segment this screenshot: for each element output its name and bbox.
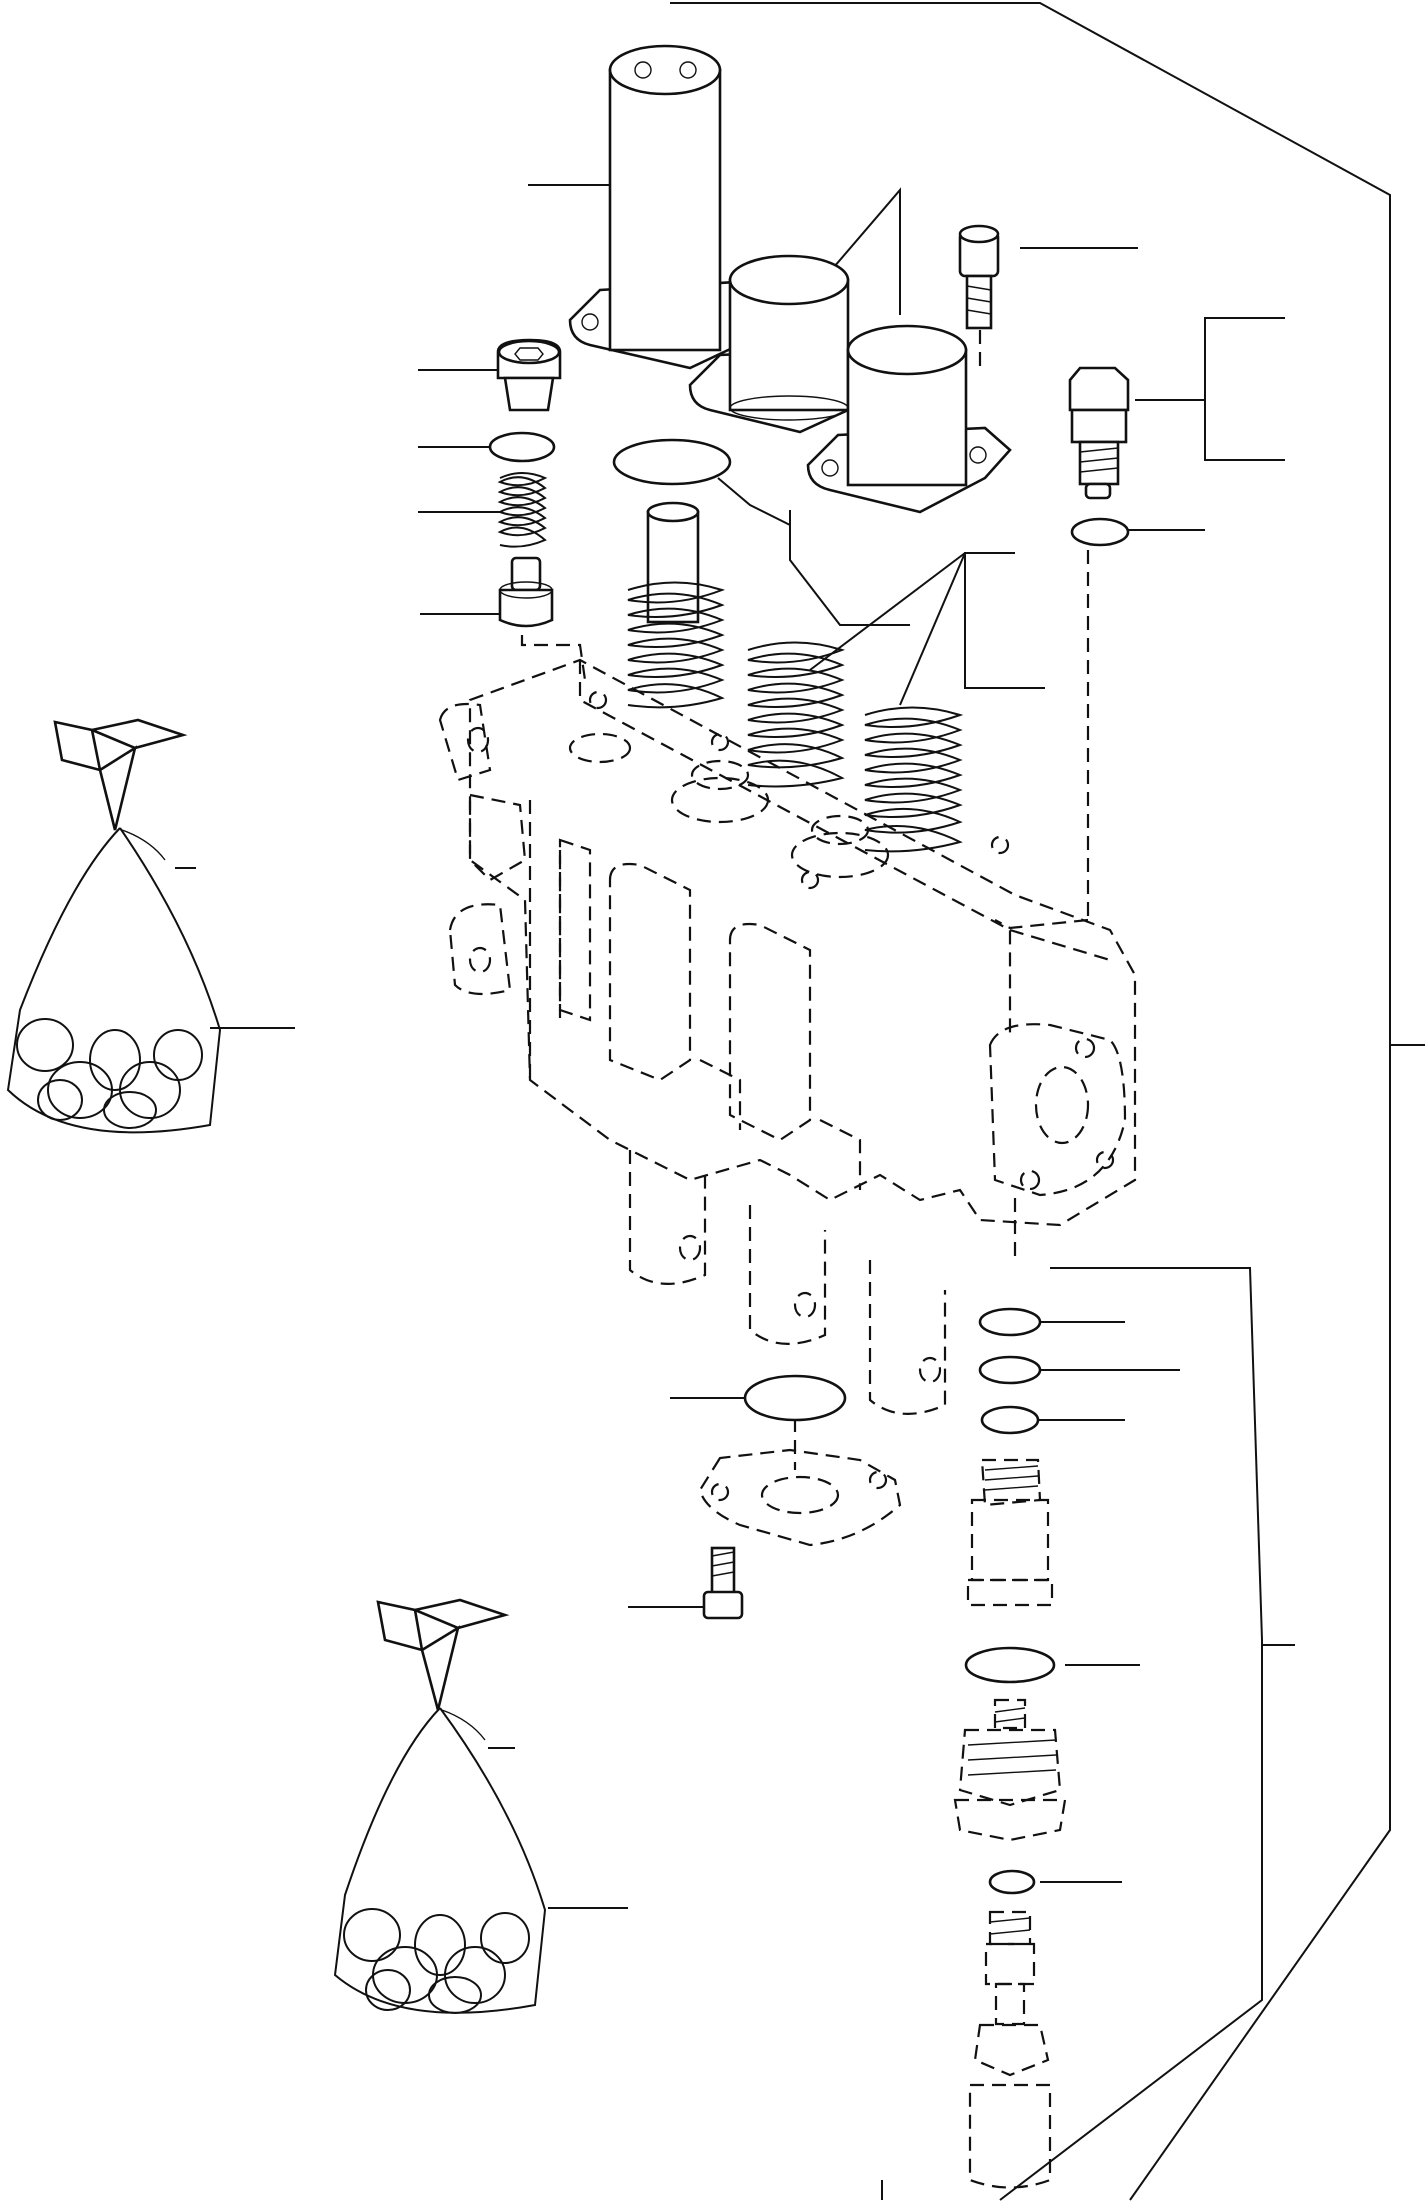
cartridge-o-ring-2 bbox=[978, 1355, 1042, 1385]
cartridge-o-ring-5 bbox=[988, 1869, 1036, 1895]
flange-o-ring bbox=[743, 1374, 847, 1422]
valve-body-hidden-outline bbox=[438, 658, 1137, 1415]
spool-spring-2 bbox=[747, 641, 846, 788]
cartridge-stem bbox=[968, 1910, 1052, 2189]
short-cylinder-cap-2 bbox=[806, 324, 1012, 514]
valve-bracket bbox=[881, 1267, 1295, 2201]
leader-lines bbox=[175, 184, 1285, 1909]
cartridge-o-ring-4 bbox=[964, 1646, 1056, 1684]
check-valve-poppet bbox=[498, 556, 554, 628]
cap-o-ring bbox=[612, 438, 732, 486]
short-cylinder-cap bbox=[688, 254, 897, 434]
cartridge-nut bbox=[953, 1698, 1067, 1842]
assembly-bracket bbox=[670, 2, 1425, 2201]
spool-spring-3 bbox=[864, 706, 964, 853]
bottom-flange bbox=[698, 1448, 902, 1547]
relief-valve-plug bbox=[1068, 366, 1130, 500]
spool-with-spring bbox=[627, 501, 726, 709]
check-valve-plug bbox=[496, 338, 562, 412]
seal-kit-bag-bottom bbox=[333, 1598, 547, 2014]
relief-valve-o-ring bbox=[1070, 517, 1130, 547]
cap-screw bbox=[958, 224, 1000, 330]
flange-screw bbox=[702, 1546, 744, 1620]
check-valve-spring bbox=[497, 472, 548, 548]
cartridge-body bbox=[966, 1458, 1054, 1607]
check-valve-o-ring bbox=[488, 431, 556, 463]
cartridge-o-ring-1 bbox=[978, 1307, 1042, 1337]
seal-kit-bag-top bbox=[6, 718, 222, 1134]
cartridge-o-ring-3 bbox=[980, 1405, 1040, 1435]
